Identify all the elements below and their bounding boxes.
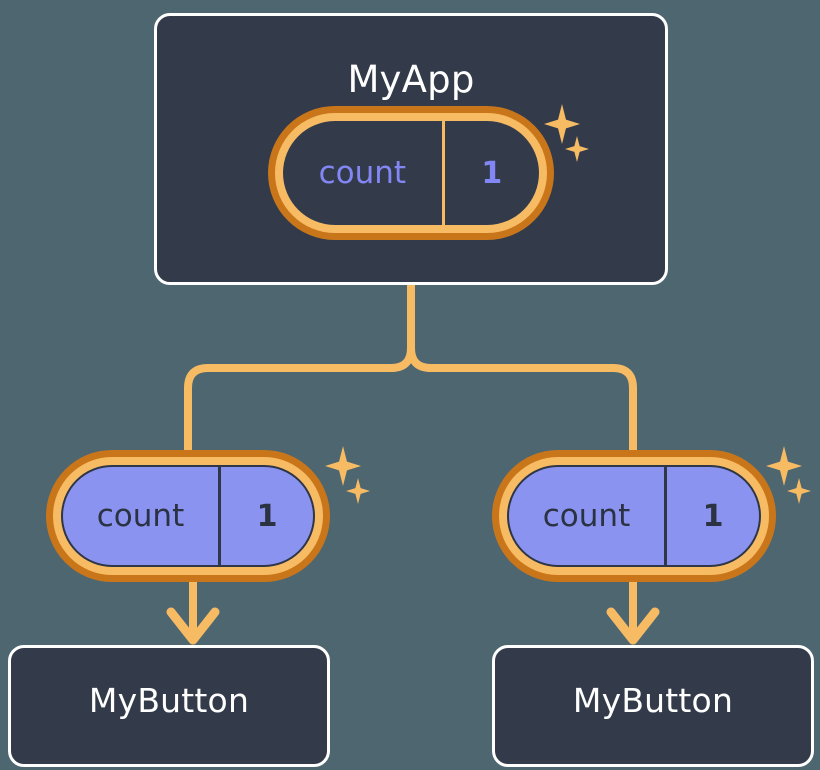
sparkles-icon-large-right [766, 446, 802, 486]
component-node-mybutton-left[interactable]: MyButton [8, 645, 330, 767]
sparkles-icon-small-left [346, 478, 370, 504]
state-pill-mybutton-right[interactable]: count 1 [492, 450, 776, 582]
state-pill-ring: count 1 [53, 457, 323, 575]
state-value: 1 [664, 467, 759, 565]
tree-connector-path-right [407, 344, 637, 456]
state-value: 1 [218, 467, 313, 565]
tree-connector-path [184, 281, 415, 456]
state-key: count [318, 155, 407, 191]
state-pill-ring: count 1 [275, 113, 547, 233]
state-pill-body: count 1 [507, 465, 761, 567]
sparkles-icon-large-left [325, 446, 361, 486]
state-pill-myapp[interactable]: count 1 [268, 106, 554, 240]
page-title: MyApp [347, 58, 475, 101]
state-key: count [542, 498, 631, 534]
state-value: 1 [441, 121, 539, 225]
component-label: MyButton [88, 681, 250, 720]
component-node-mybutton-right[interactable]: MyButton [492, 645, 814, 767]
component-label: MyButton [572, 681, 734, 720]
state-pill-mybutton-left[interactable]: count 1 [46, 450, 330, 582]
state-pill-body: count 1 [283, 121, 539, 225]
arrow-down-icon-right [606, 574, 660, 645]
state-pill-body: count 1 [61, 465, 315, 567]
state-pill-ring: count 1 [499, 457, 769, 575]
arrow-down-icon-left [166, 574, 220, 645]
sparkles-icon-small-right [787, 478, 811, 504]
state-key: count [96, 498, 185, 534]
